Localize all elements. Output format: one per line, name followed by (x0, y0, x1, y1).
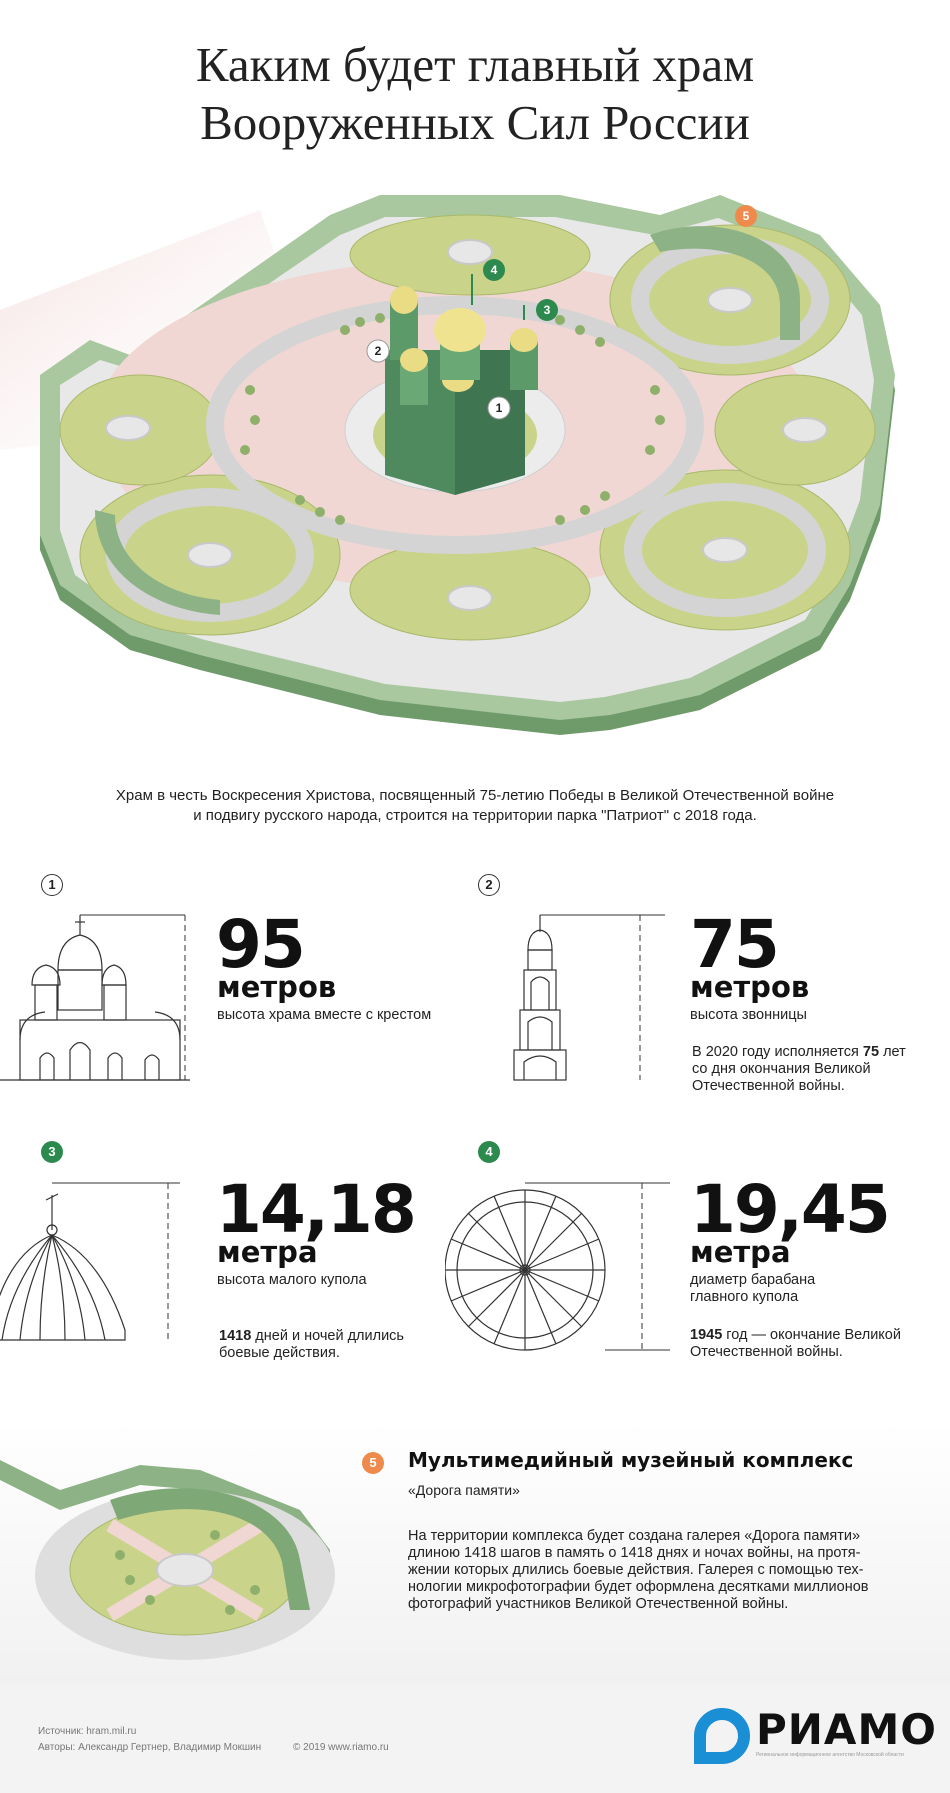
park-map-illustration: 1 2 3 4 5 (0, 195, 895, 735)
fact-1-value: 95 (216, 906, 306, 983)
page-title: Каким будет главный храм Вооруженных Сил… (0, 36, 950, 152)
museum-text-line-3: жении которых длились боевые действия. Г… (408, 1562, 864, 1578)
fact-1-caption: высота храма вместе с крестом (217, 1007, 432, 1023)
riamo-logo-subtitle: Региональное информационное агентство Мо… (756, 1752, 904, 1758)
footer-copyright[interactable]: © 2019 www.riamo.ru (293, 1742, 389, 1753)
fact-1-unit: метров (217, 970, 337, 1004)
fact-2-badge: 2 (478, 874, 500, 896)
fact-4-badge: 4 (478, 1141, 500, 1163)
riamo-logo-text[interactable]: РИАМО (756, 1705, 937, 1754)
footer (0, 1683, 950, 1793)
museum-text-line-2: длиною 1418 шагов в память о 1418 днях и… (408, 1545, 861, 1561)
fact-1-badge: 1 (41, 874, 63, 896)
museum-text-line-5: фотографий участников Великой Отечествен… (408, 1596, 789, 1612)
cathedral-icon (385, 286, 538, 495)
drum-diameter-outline-icon (445, 1182, 670, 1351)
intro-line-2: и подвигу русского народа, строится на т… (193, 807, 757, 824)
fact-2-note-part-c: лет (879, 1044, 906, 1060)
fact-4-note-number: 1945 (690, 1327, 723, 1343)
title-line-2: Вооруженных Сил России (200, 95, 750, 150)
fact-3-note: 1418 дней и ночей длились боевые действи… (219, 1328, 449, 1362)
svg-text:2: 2 (375, 344, 382, 358)
fact-4-unit: метра (690, 1235, 791, 1269)
museum-text-line-4: нологии микрофотографии будет оформлена … (408, 1579, 869, 1595)
fact-2-note-line-2: со дня окончания Великой (692, 1061, 871, 1077)
fact-2-value: 75 (690, 906, 780, 983)
museum-subtitle: «Дорога памяти» (408, 1482, 520, 1498)
fact-4-caption: диаметр барабана главного купола (690, 1272, 815, 1306)
fact-3-note-line-2: боевые действия. (219, 1345, 340, 1361)
fact-3-caption: высота малого купола (217, 1272, 367, 1288)
fact-2-unit: метров (690, 970, 810, 1004)
fact-4-note: 1945 год — окончание Великой Отечественн… (690, 1327, 940, 1361)
fact-2-note: В 2020 году исполняется 75 лет со дня ок… (692, 1044, 932, 1095)
fact-2-caption: высота звонницы (690, 1007, 807, 1023)
fact-4-caption-line-1: диаметр барабана (690, 1272, 816, 1288)
title-line-1: Каким будет главный храм (195, 37, 755, 92)
svg-text:1: 1 (496, 401, 503, 415)
svg-text:4: 4 (491, 263, 498, 277)
fact-3-unit: метра (217, 1235, 318, 1269)
footer-source: Источник: hram.mil.ru (38, 1726, 137, 1737)
fact-2-note-part-a: В 2020 году исполняется (692, 1044, 863, 1060)
intro-line-1: Храм в честь Воскресения Христова, посвя… (115, 787, 835, 804)
museum-text-line-1: На территории комплекса будет создана га… (408, 1528, 861, 1544)
riamo-logo-icon[interactable] (694, 1708, 750, 1764)
intro-text: Храм в честь Воскресения Христова, посвя… (60, 786, 890, 826)
small-dome-outline-icon (0, 1182, 180, 1341)
fact-3-badge: 3 (41, 1141, 63, 1163)
fact-2-note-line-3: Отечественной войны. (692, 1078, 845, 1094)
museum-complex-illustration (0, 1460, 335, 1660)
fact-3-value: 14,18 (216, 1171, 417, 1248)
fact-4-note-line-2: Отечественной войны. (690, 1344, 843, 1360)
museum-badge: 5 (362, 1452, 384, 1474)
fact-4-note-part-c: год — окончание Великой (722, 1327, 901, 1343)
museum-title: Мультимедийный музейный комплекс (408, 1448, 854, 1472)
fact-4-caption-line-2: главного купола (690, 1289, 799, 1305)
fact-2-note-number: 75 (862, 1044, 880, 1060)
fact-4-value: 19,45 (690, 1171, 891, 1248)
svg-text:3: 3 (544, 303, 551, 317)
svg-text:5: 5 (743, 209, 750, 223)
fact-3-note-number: 1418 (219, 1328, 252, 1344)
fact-3-note-part-c: дней и ночей длились (251, 1328, 404, 1344)
footer-authors: Авторы: Александр Гертнер, Владимир Мокш… (38, 1742, 262, 1753)
bell-tower-outline-icon (513, 914, 665, 1081)
museum-description: На территории комплекса будет создана га… (408, 1528, 928, 1613)
cathedral-outline-icon (0, 914, 190, 1081)
